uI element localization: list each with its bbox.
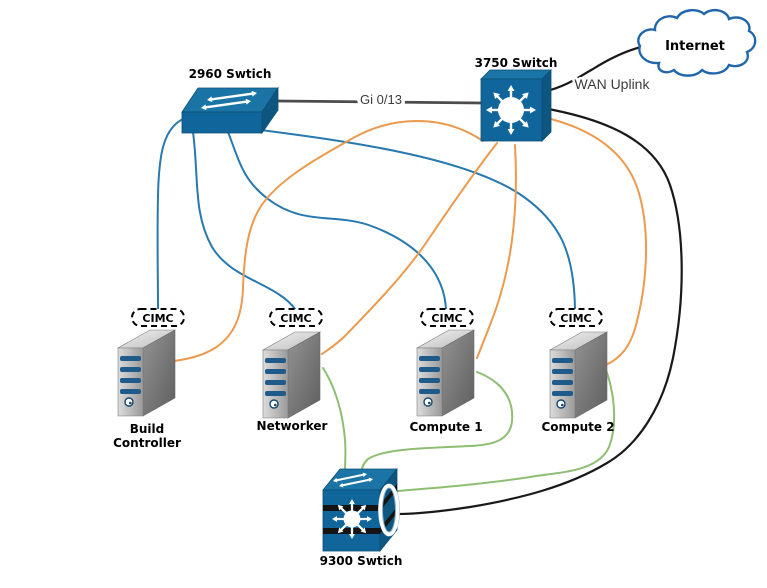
cimc-badge-compute-1: CIMC (420, 308, 474, 327)
switch-3750-label: 3750 Switch (475, 56, 558, 70)
switch-9300-multilayer-icon (332, 499, 372, 539)
node-server-compute-1 (415, 329, 476, 417)
edge-3750-to-build-controller (173, 120, 484, 362)
cimc-badge-build-controller: CIMC (131, 308, 185, 327)
cimc-label: CIMC (280, 312, 311, 325)
node-switch-3750 (480, 69, 552, 142)
switch-3750-multilayer-icon (486, 85, 536, 135)
node-server-networker (261, 331, 322, 419)
switch-2960-label: 2960 Swtich (189, 67, 272, 81)
server-networker-label: Networker (257, 419, 328, 433)
internet-label: Internet (665, 39, 725, 54)
edge-2960-to-cimc-build-controller (156, 118, 184, 310)
edge-3750-to-9300 (394, 106, 683, 516)
node-switch-2960 (181, 86, 279, 135)
switch-9300-stackwise-ring-icon (378, 483, 400, 537)
server-power-button (124, 397, 134, 407)
switch-2960-top-face (181, 87, 279, 113)
edges (156, 45, 683, 516)
node-internet-cloud: Internet (637, 8, 757, 77)
edge-compute-2-to-9300 (397, 369, 616, 492)
cimc-label: CIMC (431, 312, 462, 325)
edge-2960-to-3750 (276, 99, 484, 105)
switch-9300-label: 9300 Swtich (320, 554, 403, 568)
switch-9300-hub-circle (343, 510, 361, 528)
wan-uplink-label: WAN Uplink (575, 76, 651, 92)
edge-3750-to-compute-2 (542, 116, 647, 366)
node-switch-9300 (322, 467, 400, 553)
switch-9300-top-arrows-icon (333, 472, 373, 488)
cimc-badge-networker: CIMC (269, 308, 323, 327)
edge-2960-to-cimc-compute-1 (227, 131, 447, 310)
switch-2960-arrows-icon (201, 90, 257, 111)
node-server-build-controller (116, 329, 177, 417)
gi-0-13-port-label: Gi 0/13 (360, 92, 402, 107)
server-power-button (423, 397, 433, 407)
server-power-button (269, 399, 279, 409)
server-power-button (556, 399, 566, 409)
cimc-label: CIMC (142, 312, 173, 325)
switch-3750-hub-circle (498, 97, 524, 123)
edge-2960-to-cimc-networker (192, 131, 296, 310)
edge-3750-to-internet (541, 45, 643, 94)
edge-2960-to-cimc-compute-2 (260, 129, 576, 310)
switch-2960-front-face (181, 111, 263, 134)
cimc-badge-compute-2: CIMC (549, 308, 603, 327)
edge-3750-to-compute-1 (476, 144, 517, 359)
switch-3750-side-face (541, 69, 552, 142)
cloud-icon (637, 8, 757, 77)
server-compute-2-label: Compute 2 (541, 420, 614, 434)
edge-compute-1-to-9300 (361, 371, 514, 471)
edge-networker-to-9300 (322, 367, 347, 471)
server-build-controller-label-line2: Controller (113, 436, 181, 450)
cimc-label: CIMC (560, 312, 591, 325)
server-build-controller-label-line1: Build (130, 422, 165, 436)
switch-3750-top-face (480, 69, 552, 80)
node-server-compute-2 (548, 331, 609, 419)
edge-3750-to-networker (321, 142, 498, 355)
server-compute-1-label: Compute 1 (409, 420, 482, 434)
